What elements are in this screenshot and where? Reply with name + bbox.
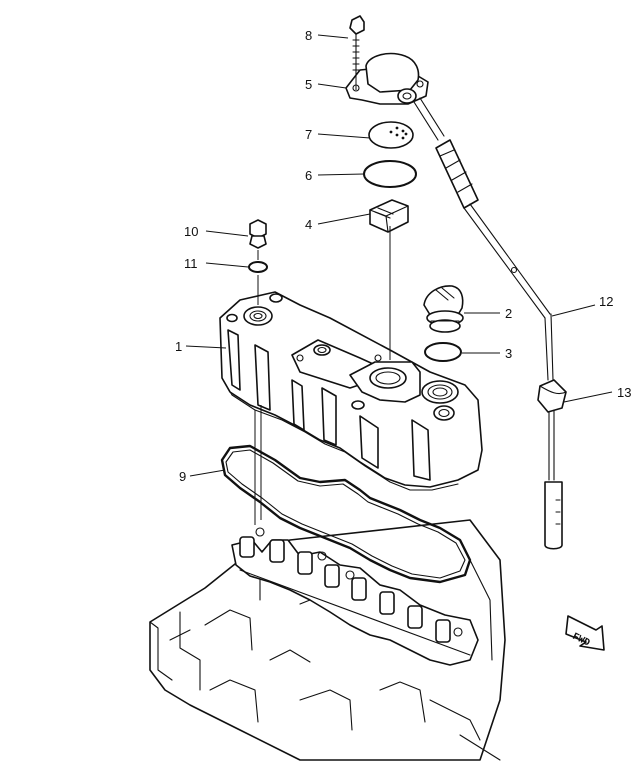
callout-2: 2 xyxy=(505,306,512,321)
breather-cover xyxy=(345,52,429,105)
oil-filler-cap xyxy=(423,285,464,333)
callout-9: 9 xyxy=(179,469,186,484)
fwd-direction-marker: FWD xyxy=(565,615,605,651)
hose-clamp xyxy=(537,379,567,550)
callout-labels: 8 5 7 6 4 10 11 1 9 2 3 12 13 xyxy=(175,28,631,484)
cover-gasket xyxy=(220,444,472,584)
bracket-clip xyxy=(369,199,409,233)
callout-6: 6 xyxy=(305,168,312,183)
callout-1: 1 xyxy=(175,339,182,354)
callout-5: 5 xyxy=(305,77,312,92)
breather-element-plate xyxy=(368,121,414,149)
callout-10: 10 xyxy=(184,224,198,239)
callout-4: 4 xyxy=(305,217,312,232)
cylinder-head-cover xyxy=(219,291,483,491)
bolt-o-ring xyxy=(248,261,268,273)
breather-bolt xyxy=(349,15,365,77)
callout-12: 12 xyxy=(599,294,613,309)
alignment-lines xyxy=(254,76,391,525)
callout-13: 13 xyxy=(617,385,631,400)
filler-cap-o-ring xyxy=(424,342,462,362)
callout-7: 7 xyxy=(305,127,312,142)
cover-mounting-bolt xyxy=(249,219,267,249)
breather-hose xyxy=(413,97,554,381)
breather-o-ring xyxy=(363,160,417,188)
mounting-boss-rear xyxy=(243,306,273,326)
callout-8: 8 xyxy=(305,28,312,43)
callout-3: 3 xyxy=(505,346,512,361)
filler-boss xyxy=(349,361,421,403)
callout-11: 11 xyxy=(184,256,198,271)
filler-seat xyxy=(421,380,459,421)
leader-lines xyxy=(185,34,613,477)
rocker-arm-assembly xyxy=(231,527,479,666)
